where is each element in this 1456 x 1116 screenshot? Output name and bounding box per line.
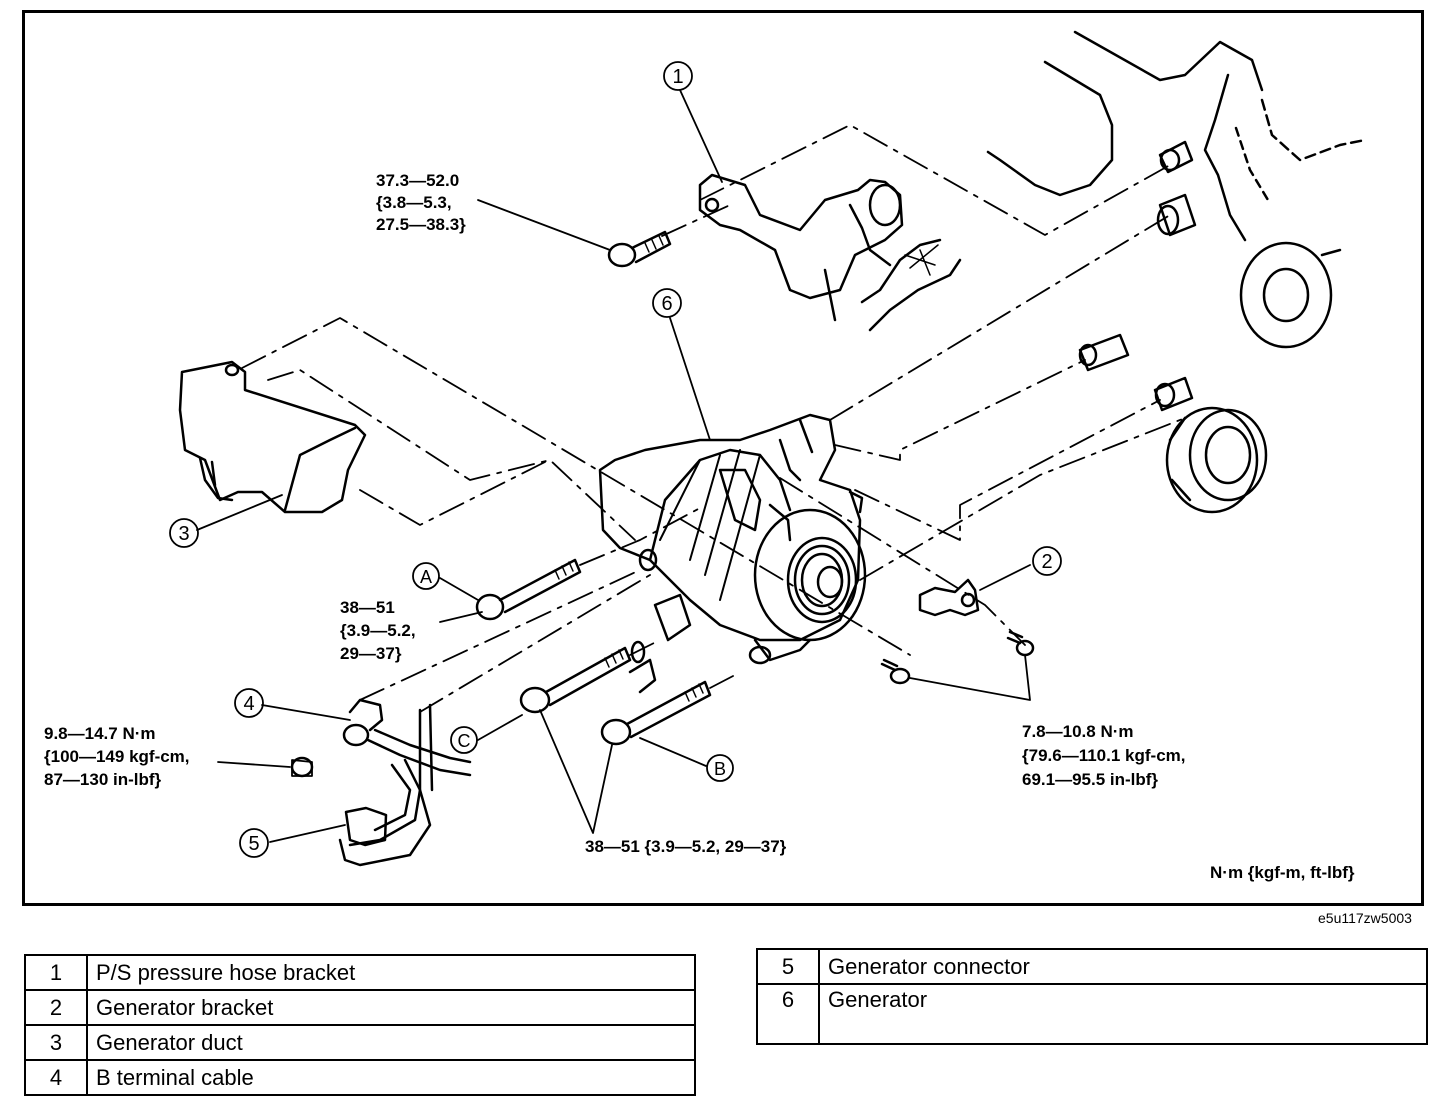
svg-text:A: A (420, 567, 432, 587)
bracket-bolt-shape (607, 230, 672, 268)
part-name: Generator bracket (86, 989, 696, 1026)
part-number: 6 (756, 983, 820, 1045)
torque-bolt-a: 38—51 {3.9—5.2, 29—37} (340, 598, 420, 663)
callout-6: 6 (652, 288, 682, 318)
part-name: Generator (818, 983, 1428, 1045)
torque-labels: 37.3—52.0 {3.8—5.3, 27.5—38.3} 38—51 {3.… (44, 171, 1355, 882)
idler-pulley-shape (1165, 406, 1268, 514)
bolt-c-shape (519, 640, 657, 714)
alignment-lines (241, 124, 1186, 713)
callout-1: 1 (663, 61, 693, 91)
torque-bracket-bolt: 37.3—52.0 {3.8—5.3, 27.5—38.3} (376, 171, 466, 234)
part-name: P/S pressure hose bracket (86, 954, 696, 991)
part-number: 4 (24, 1059, 88, 1096)
svg-text:1: 1 (672, 66, 683, 88)
small-bolts (880, 630, 1035, 685)
engine-outline (986, 30, 1367, 349)
svg-text:5: 5 (248, 833, 259, 855)
bolt-a-shape (475, 558, 582, 621)
spacer-sleeves (1078, 140, 1197, 412)
table-row: 1 P/S pressure hose bracket (24, 954, 696, 991)
part-name: Generator duct (86, 1024, 696, 1061)
units-note: N·m {kgf-m, ft-lbf} (1210, 863, 1355, 882)
parts-table-right: 5 Generator connector 6 Generator (756, 948, 1428, 1045)
part-number: 2 (24, 989, 88, 1026)
svg-text:B: B (714, 759, 726, 779)
callout-4: 4 (234, 688, 264, 718)
callout-5: 5 (239, 828, 269, 858)
leader-lines (196, 89, 1031, 843)
part-number: 5 (756, 948, 820, 985)
bolt-b-shape (600, 680, 712, 746)
callout-3: 3 (169, 518, 199, 548)
parts-table-left: 1 P/S pressure hose bracket 2 Generator … (24, 954, 696, 1096)
diagram-frame (22, 10, 1424, 906)
torque-b-terminal-nut: 9.8—14.7 N·m {100—149 kgf-cm, 87—130 in-… (44, 724, 194, 789)
svg-text:C: C (458, 731, 471, 751)
part-name: Generator connector (818, 948, 1428, 985)
callout-a: A (412, 562, 440, 590)
svg-text:3: 3 (178, 523, 189, 545)
figure-id: e5u117zw5003 (1318, 910, 1412, 926)
table-row: 2 Generator bracket (24, 989, 696, 1026)
part-name: B terminal cable (86, 1059, 696, 1096)
generator-shape (598, 413, 867, 665)
svg-text:2: 2 (1041, 551, 1052, 573)
svg-text:4: 4 (243, 693, 254, 715)
torque-bolts-b-c: 38—51 {3.9—5.2, 29—37} (585, 837, 787, 856)
callouts: 1 2 3 4 5 6 A B (169, 61, 1062, 858)
part-number: 3 (24, 1024, 88, 1061)
torque-generator-bracket-bolts: 7.8—10.8 N·m {79.6—110.1 kgf-cm, 69.1—95… (1022, 722, 1190, 789)
table-row: 5 Generator connector (756, 948, 1428, 985)
b-terminal-cable-shape (290, 698, 472, 867)
callout-2: 2 (1032, 546, 1062, 576)
generator-duct-shape (178, 360, 367, 514)
table-row: 3 Generator duct (24, 1024, 696, 1061)
svg-text:6: 6 (661, 293, 672, 315)
callout-c: C (450, 726, 478, 754)
generator-bracket-shape (918, 578, 980, 617)
table-row: 4 B terminal cable (24, 1059, 696, 1096)
callout-b: B (706, 754, 734, 782)
table-row: 6 Generator (756, 983, 1428, 1045)
part-number: 1 (24, 954, 88, 991)
ps-hose-bracket-shape (698, 173, 962, 332)
